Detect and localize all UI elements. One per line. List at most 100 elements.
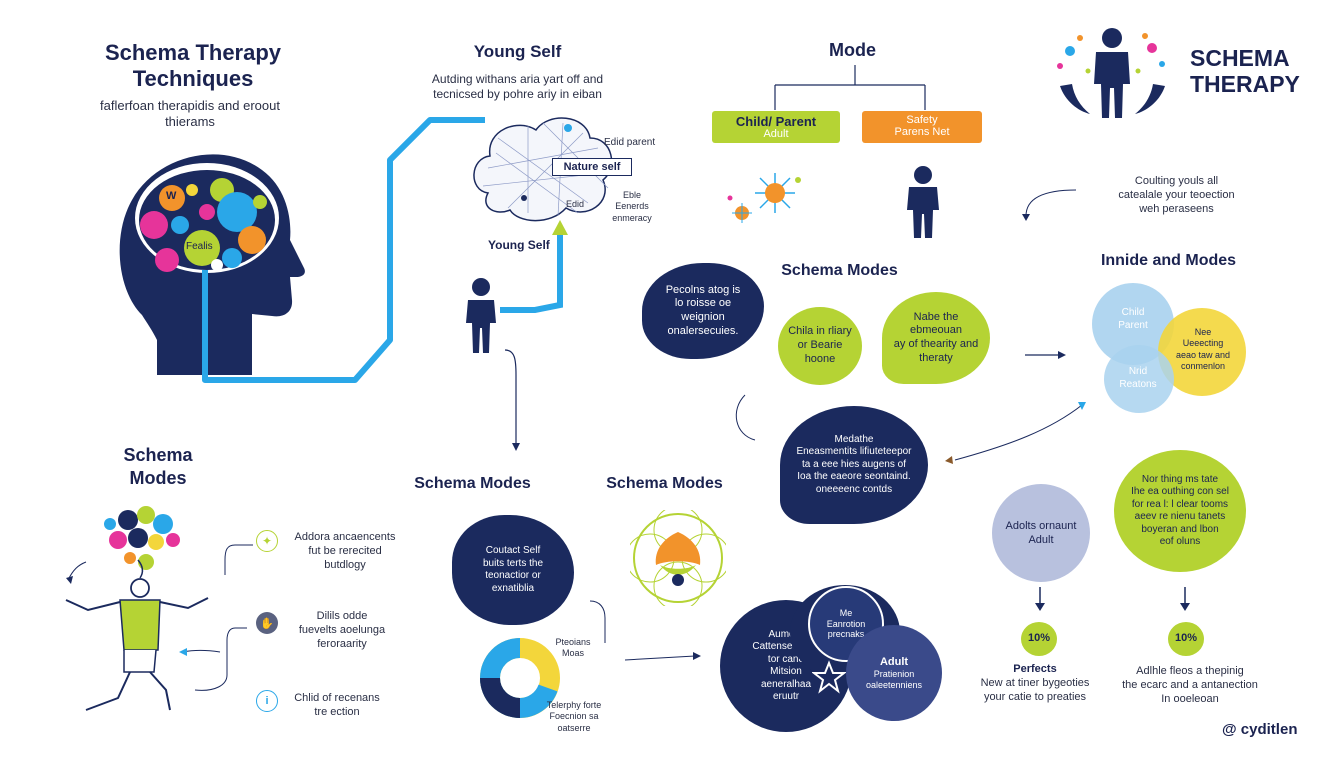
right-caption-line1: Adlhle fleos a thepinig [1136,665,1244,677]
contact-blob-line4: exnatiblia [491,582,535,594]
contact-blob-line2: buits terts the [482,557,544,569]
green-circle-line1: Chila in rliary [788,325,852,338]
cluster-line5: aeneralhaa [760,678,812,690]
navy-blob-line2: lo roisse oe weignion [674,297,732,323]
list-item-3-line2: tre ection [314,705,360,718]
big-green-line1: Nor thing ms tate [1141,473,1219,485]
right-note-line1: Coulting youls all [1134,175,1219,187]
young-self-desc-line2: tecnicsed by pohre ariy in eiban [433,87,602,101]
right-caption-line2: the ecarc and a antanection [1122,678,1258,691]
brand-line2: THERAPY [1190,71,1300,98]
network-cloud-icon [473,117,613,222]
at-icon: @ [1222,721,1241,738]
right-note-line3: weh peraseens [1139,202,1214,215]
brand-figure-icon [1057,28,1165,118]
lightbulb-icon: ✦ [256,530,278,552]
list-item-1-line3: butdlogy [324,558,366,571]
contact-blob-line3: teonactior or [485,570,541,581]
cluster-top-line1: Me [839,607,853,618]
brain-label-fealis: Fealis [186,241,213,252]
list-item-2: Dilils odde fuevelts aoelunga feroraarit… [282,610,402,651]
right-bottom-arrows [1035,587,1190,611]
young-self-desc: Autding withans aria yart off and tecnic… [410,72,625,102]
left-caption-line1: New at tiner bygeoties [980,676,1090,689]
cluster-line1: Aumorn [768,628,804,640]
cloud-tag-edid: Edid [566,199,585,209]
center-right-arrows [735,351,1086,464]
green-circle-line2: or Bearie [797,339,843,352]
cluster-right-line2: Pratienion [873,668,915,679]
cluster-line6: eruutr [772,691,800,702]
navy-speech-line5: oneeeenc contds [815,483,893,495]
left-title: Schema Therapy Techniques [88,40,298,93]
left-caption: Perfects New at tiner bygeoties your cat… [970,663,1100,704]
navy-speech-line3: ta a eee hies augens of [802,458,906,470]
running-person-icon [65,506,209,711]
big-green-line6: eof oluns [1159,536,1201,547]
navy-speech-line2: Eneasmentits lifiuteteepor [796,446,912,458]
cluster-line2: Cattenseenalte [752,641,820,652]
badge-right: 10% [1168,622,1204,656]
middle-bottom-title-b: Schema Modes [606,475,723,492]
orange-pill-line1: Safety [906,114,938,126]
list-bracket-connectors [179,544,253,691]
green-speech-bubble: Nabe the ebmeouan ay of thearity and the… [882,292,990,384]
navy-speech-bubble: Medathe Eneasmentits lifiuteteepor ta a … [780,406,928,524]
grey-adult-circle: Adolts ornaunt Adult [992,484,1090,582]
left-caption-line2: your catie to preaties [983,690,1087,703]
hand-icon: ✋ [256,612,278,634]
left-subtitle: faflerfoan therapidis and eroout thieram… [80,98,300,131]
grey-circle-line1: Adolts ornaunt [1005,519,1077,532]
right-caption-line3: In ooeleoan [1161,692,1219,705]
sparkle-icon [727,173,801,223]
cluster-right-line1: Adult [879,655,909,668]
grey-circle-line2: Adult [1028,534,1054,546]
person-icon [466,278,496,353]
venn-label-reatons: Nrid Reatons [1110,366,1166,391]
left-title-line1: Schema Therapy [104,40,282,65]
right-note-line2: catealale your teoection [1118,188,1235,201]
big-green-line4: aeev re nienu tanets [1134,511,1226,522]
mode-tree-lines [774,65,926,110]
green-pill-line2: Adult [763,127,789,140]
inside-modes-title: Innide and Modes [1100,252,1237,269]
safety-parens-net-pill: Safety Parens Net [862,111,982,143]
donut-label-1-line2: Moas [561,648,584,659]
navy-blob-line1: Pecolns atog is [665,283,741,296]
brand-logo-text: SCHEMA THERAPY [1190,45,1300,98]
navy-speech-line4: Ioa the eaeore seontaind. [797,471,911,483]
cluster-right-blob: Adult Pratienion oaleetenniens [846,625,942,721]
cluster-right-line3: oaleetenniens [865,679,923,690]
brain-label-w: W [166,190,177,202]
right-note: Coulting youls all catealale your teoect… [1104,175,1249,216]
schema-modes-center-title: Schema Modes [781,262,898,279]
list-item-2-line2: fuevelts aoelunga [298,623,386,636]
green-circle-line3: hoone [804,352,836,365]
donut-to-cluster-arrows [589,600,701,661]
cluster-top-line2: Eanrotion [826,618,866,629]
young-self-bottom-label: Young Self [488,238,550,252]
venn-label2-line1: Nee [1194,327,1212,337]
venn-label1-line1: Child [1121,307,1145,318]
blue-connector [202,117,568,383]
mode-person-icon [907,166,939,238]
middle-bottom-title-a: Schema Modes [414,475,531,492]
venn-label3-line1: Nrid [1128,366,1148,377]
big-green-circle: Nor thing ms tate Ihe ea outhing con sel… [1114,450,1246,572]
venn-circle-reatons [1104,345,1174,413]
young-self-title: Young Self [473,42,562,61]
navy-blob-line3: onalersecuies. [667,324,739,337]
list-item-1-line2: fut be rerecited [308,544,382,557]
footer-logo: @ cyditlen [1222,721,1297,738]
venn-label-child-parent: Child Parent [1108,307,1158,332]
contact-self-blob: Coutact Self buits terts the teonactior … [452,515,574,625]
venn-label2-line4: conmenlon [1180,360,1226,371]
head-brain-icon [119,154,305,375]
cluster-line4: Mitsion [770,666,802,677]
list-item-3-line1: Chlid of recenans [294,692,380,704]
left-title-line2: Techniques [132,66,254,92]
left-bottom-title-line2: Modes [129,468,187,489]
venn-label2-line3: aeao taw and [1175,349,1231,360]
big-green-line2: Ihe ea outhing con sel [1131,486,1229,497]
list-item-1: Addora ancaencents fut be rerecited butd… [280,531,410,572]
